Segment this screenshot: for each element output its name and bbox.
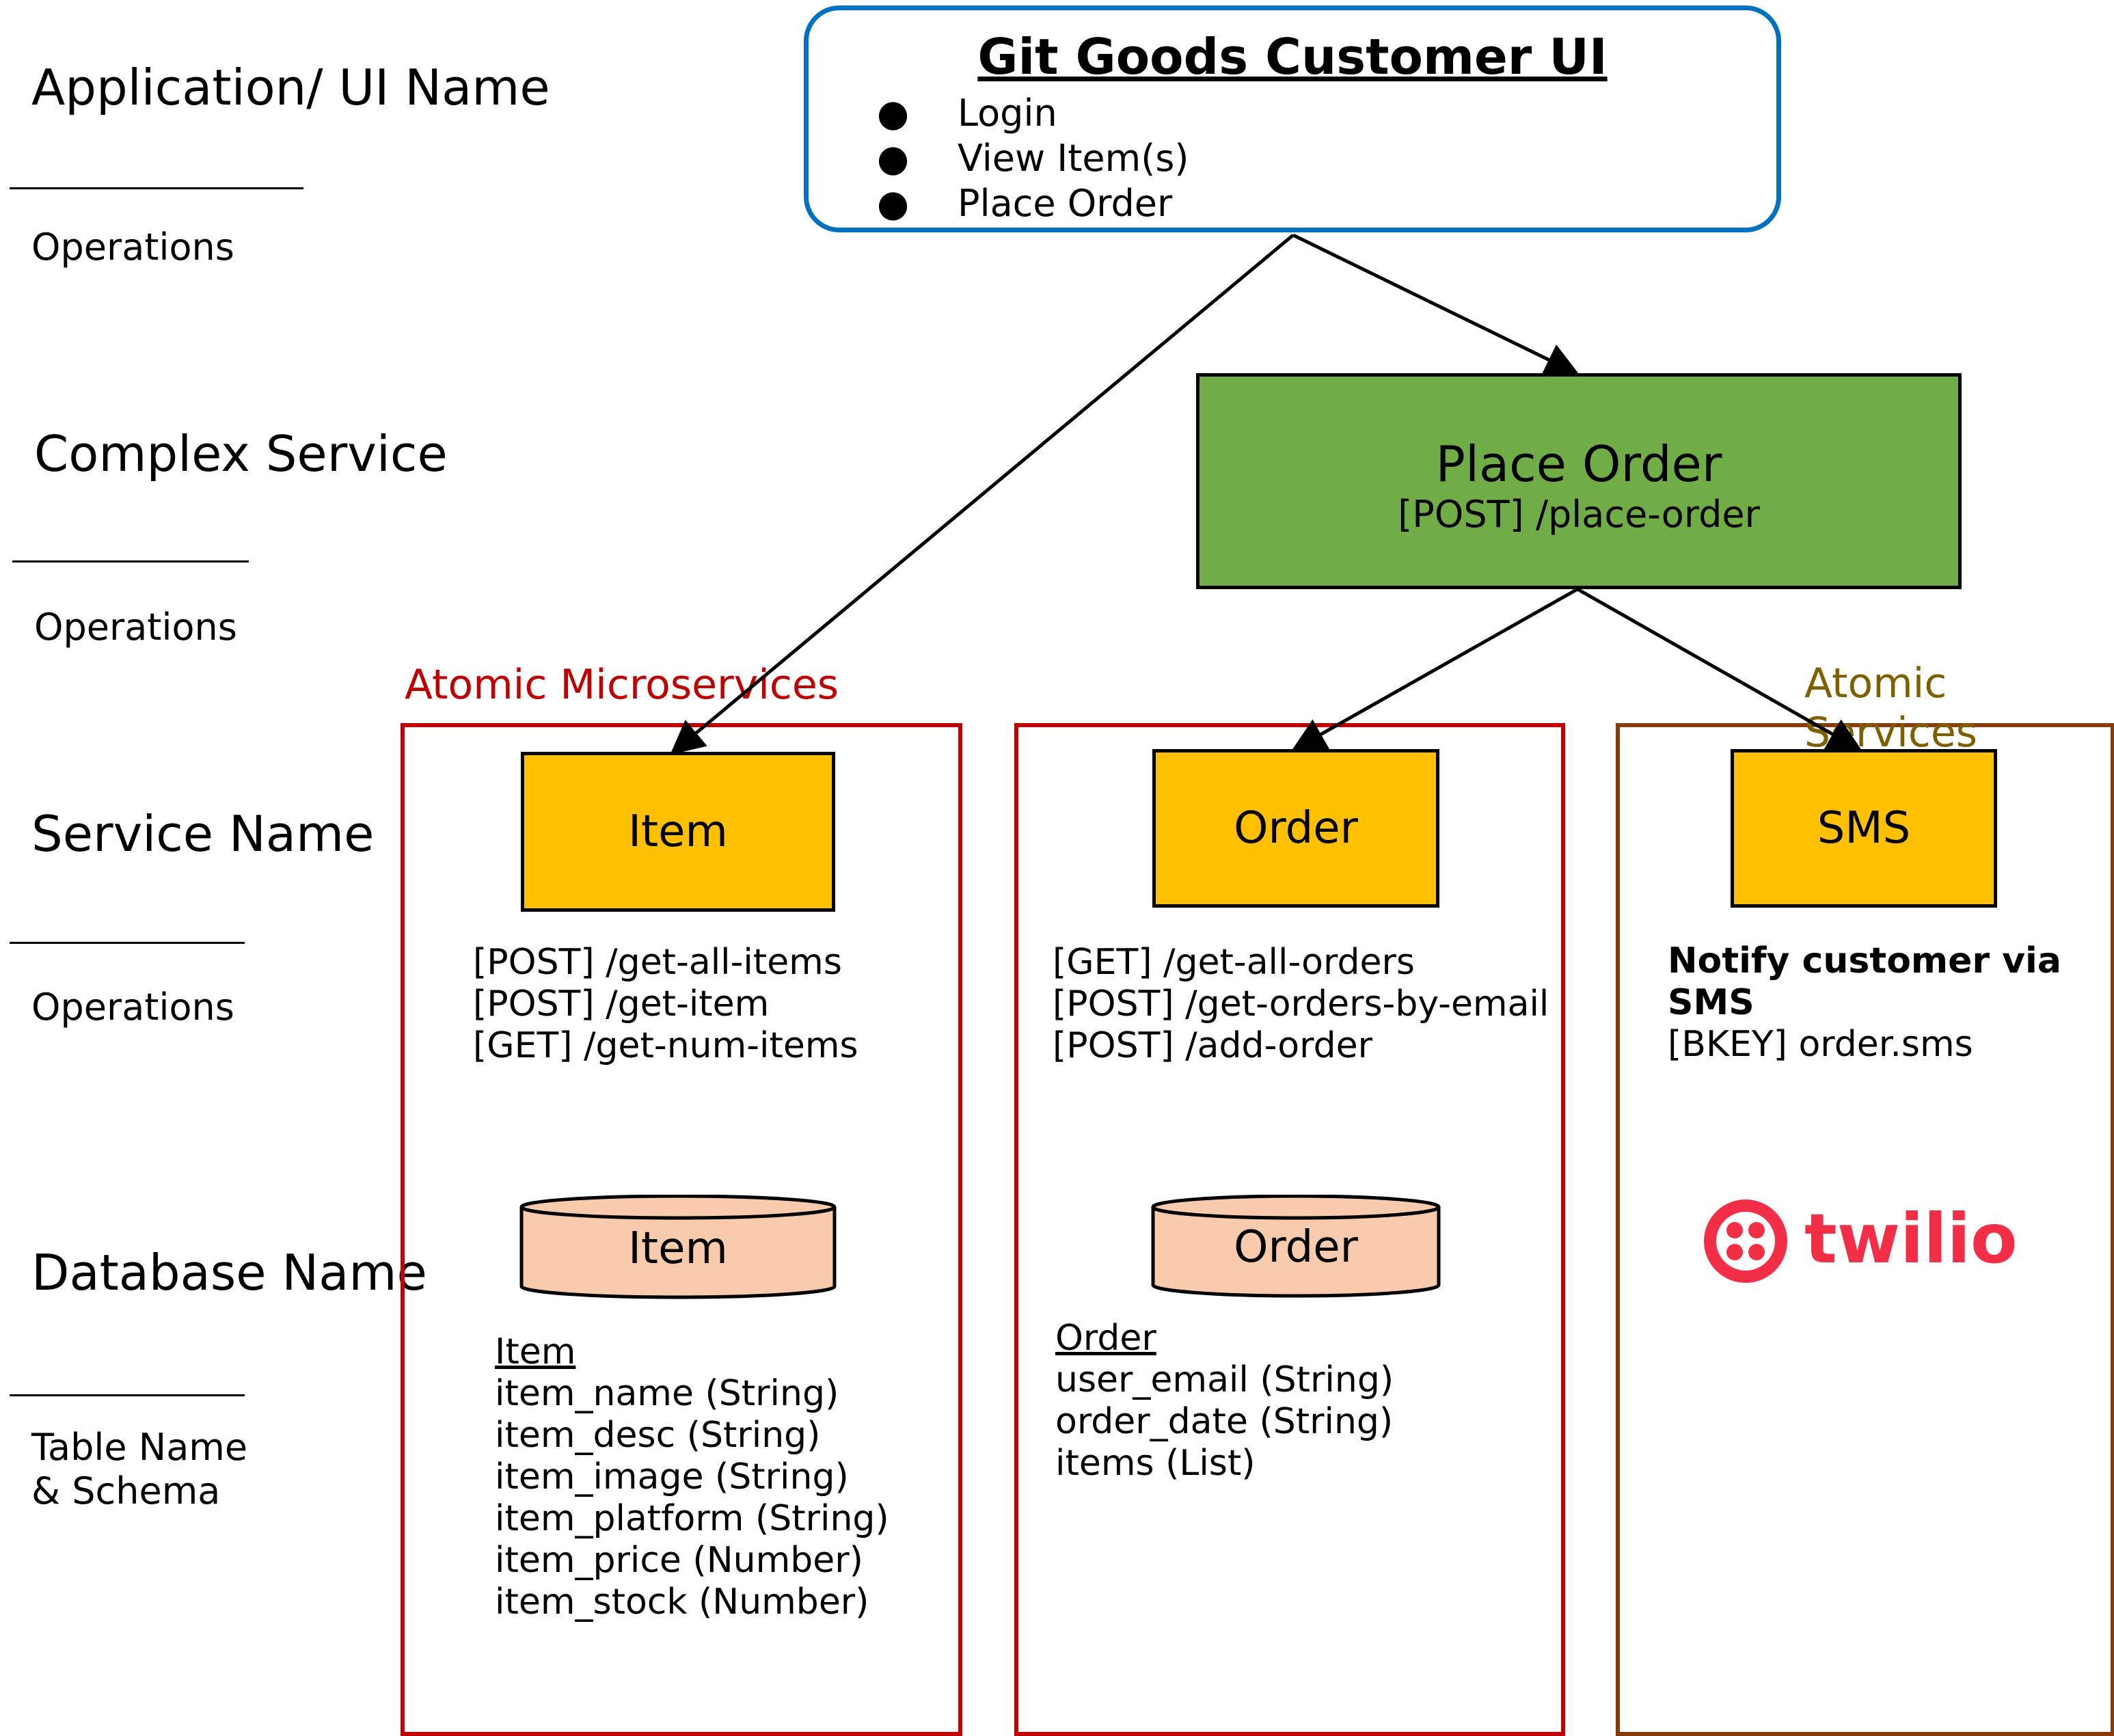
legend-divider	[10, 187, 303, 189]
item-schema-field: item_price (Number)	[495, 1540, 863, 1581]
app-operation-login: ●Login	[877, 92, 1057, 135]
item-operation: [POST] /get-all-items	[473, 942, 842, 983]
order-table-schema: Order user_email (String) order_date (St…	[1055, 1318, 1394, 1484]
order-database-name: Order	[1234, 1222, 1358, 1273]
complex-service-endpoint: [POST] /place-order	[1398, 493, 1760, 536]
legend-database-name: Database Name	[31, 1244, 427, 1301]
app-operation-view-items: ●View Item(s)	[877, 137, 1189, 180]
item-schema-field: item_platform (String)	[495, 1498, 889, 1539]
legend-divider	[12, 560, 249, 562]
order-schema-field: order_date (String)	[1055, 1401, 1394, 1442]
twilio-logo: twilio	[1702, 1197, 2018, 1285]
item-service-name: Item	[628, 806, 728, 857]
item-operation: [POST] /get-item	[473, 984, 770, 1025]
order-database-cylinder	[1151, 1194, 1441, 1298]
app-operations-list: ●Login ●View Item(s) ●Place Order	[877, 91, 1189, 226]
twilio-logo-text: twilio	[1804, 1199, 2018, 1279]
arrow-place-order-to-order	[1291, 587, 1579, 751]
sms-notify-text: Notify customer via	[1668, 940, 2061, 981]
item-service-box: Item	[521, 752, 835, 912]
sms-notify-text: SMS	[1668, 982, 1754, 1023]
legend-divider	[10, 942, 245, 944]
atomic-microservices-label: Atomic Microservices	[405, 661, 839, 709]
legend-table-name-schema: Table Name & Schema	[31, 1426, 248, 1513]
order-operation: [POST] /get-orders-by-email	[1053, 984, 1549, 1025]
sms-operations: Notify customer via SMS [BKEY] order.sms	[1668, 940, 2061, 1066]
item-schema-field: item_desc (String)	[495, 1415, 821, 1456]
app-operation-place-order: ●Place Order	[877, 182, 1173, 225]
sms-service-name: SMS	[1817, 803, 1911, 854]
order-service-box: Order	[1152, 749, 1439, 908]
item-database: Item	[519, 1194, 837, 1301]
item-operations: [POST] /get-all-items [POST] /get-item […	[473, 942, 858, 1067]
app-title: Git Goods Customer UI	[977, 28, 1608, 85]
legend-divider	[10, 1394, 245, 1396]
git-goods-customer-ui-box: Git Goods Customer UI ●Login ●View Item(…	[804, 5, 1781, 232]
place-order-complex-service: Place Order [POST] /place-order	[1196, 373, 1962, 589]
order-schema-field: user_email (String)	[1055, 1359, 1394, 1400]
complex-service-name: Place Order	[1435, 435, 1722, 493]
order-operation: [POST] /add-order	[1053, 1025, 1372, 1066]
arrow-ui-to-item	[670, 234, 1295, 755]
legend-operations: Operations	[31, 986, 234, 1029]
item-table-name: Item	[495, 1331, 576, 1372]
legend-complex-service: Complex Service	[34, 425, 448, 483]
legend-service-name: Service Name	[31, 805, 375, 863]
order-schema-field: items (List)	[1055, 1443, 1256, 1484]
order-table-name: Order	[1055, 1318, 1156, 1359]
item-schema-field: item_image (String)	[495, 1456, 849, 1497]
arrow-ui-to-place-order	[1292, 233, 1580, 375]
order-service-name: Order	[1234, 803, 1358, 854]
twilio-logo-mark	[1704, 1199, 1787, 1283]
item-database-cylinder	[519, 1194, 837, 1299]
item-schema-field: item_name (String)	[495, 1373, 839, 1414]
order-database: Order	[1151, 1194, 1441, 1300]
item-operation: [GET] /get-num-items	[473, 1025, 858, 1066]
item-database-name: Item	[628, 1223, 728, 1274]
sms-binding-key: [BKEY] order.sms	[1668, 1024, 1973, 1065]
item-schema-field: item_stock (Number)	[495, 1582, 869, 1623]
order-operation: [GET] /get-all-orders	[1053, 942, 1415, 983]
legend-operations: Operations	[34, 606, 237, 649]
order-operations: [GET] /get-all-orders [POST] /get-orders…	[1053, 942, 1549, 1067]
legend-application-ui-name: Application/ UI Name	[31, 59, 550, 116]
sms-service-box: SMS	[1731, 749, 1997, 908]
arrow-place-order-to-sms	[1576, 587, 1862, 751]
item-table-schema: Item item_name (String) item_desc (Strin…	[495, 1331, 889, 1623]
legend-operations: Operations	[31, 226, 234, 269]
